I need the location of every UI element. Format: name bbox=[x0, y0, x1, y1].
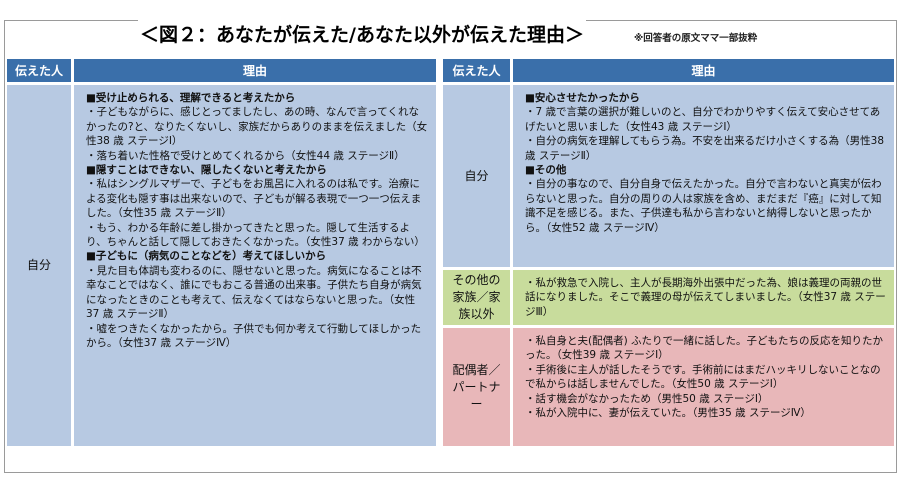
right-reason-self: ■安心させたかったから・7 歳で言葉の選択が難しいのと、自分でわかりやすく伝えて… bbox=[513, 85, 894, 267]
reason-item: ・子どもながらに、感じとってましたし、あの時、なんで言ってくれなかったの?と、な… bbox=[86, 106, 428, 148]
left-header-reason: 理由 bbox=[74, 59, 436, 82]
right-reason-other-family: ・私が救急で入院し、主人が長期海外出張中だった為、娘は義理の両親の世話になりまし… bbox=[513, 270, 894, 325]
right-who-spouse: 配偶者／パートナー bbox=[443, 328, 510, 446]
reason-item: ・もう、わかる年齢に差し掛かってきたと思った。隠して生活するより、ちゃんと話して… bbox=[86, 221, 425, 249]
right-who-self-label: 自分 bbox=[464, 168, 489, 183]
right-who-other-family: その他の家族／家族以外 bbox=[443, 270, 510, 325]
reason-heading: ■安心させたかったから bbox=[525, 92, 640, 104]
left-who-label: 自分 bbox=[26, 258, 51, 272]
reason-item: ・見た目も体調も変わるのに、隠せないと思った。病気になることは不幸なことではなく… bbox=[86, 264, 422, 321]
reason-item: ・落ち着いた性格で受けとめてくれるから（女性44 歳 ステージⅡ） bbox=[86, 149, 405, 162]
source-note: ※回答者の原文ママ一部抜粋 bbox=[634, 33, 758, 44]
reason-item: ・私はシングルマザーで、子どもをお風呂に入れるのは私です。治療による変化も隠す事… bbox=[86, 178, 422, 220]
reason-item: ・私が救急で入院し、主人が長期海外出張中だった為、娘は義理の両親の世話になりまし… bbox=[525, 277, 886, 318]
figure-title: ＜図２：あなたが伝えた/あなた以外が伝えた理由＞ bbox=[138, 16, 586, 54]
left-reason-cell: ■受け止められる、理解できると考えたから・子どもながらに、感じとってましたし、あ… bbox=[74, 85, 436, 446]
right-who-self: 自分 bbox=[443, 85, 510, 267]
right-header-reason: 理由 bbox=[513, 59, 894, 82]
reason-heading: ■子どもに（病気のことなどを）考えてほしいから bbox=[86, 250, 327, 263]
reason-heading: ■隠すことはできない、隠したくないと考えたから bbox=[86, 164, 327, 177]
reason-item: ・自分の病気を理解してもらう為。不安を出来るだけ小さくする為（男性38 歳 ステ… bbox=[525, 135, 885, 162]
reason-item: ・嘘をつきたくなかったから。子供でも何か考えて行動してほしかったから。（女性37… bbox=[86, 322, 422, 349]
reason-item: ・自分の事なので、自分自身で伝えたかった。自分で言わないと真実が伝わらないと思っ… bbox=[525, 178, 882, 234]
reason-item: ・話す機会がなかったため（男性50 歳 ステージⅠ） bbox=[525, 392, 769, 405]
reason-item: ・7 歳で言葉の選択が難しいのと、自分でわかりやすく伝えて安心させてあげたいと思… bbox=[525, 106, 881, 133]
reason-heading: ■受け止められる、理解できると考えたから bbox=[86, 92, 296, 104]
reason-heading: ■その他 bbox=[525, 164, 567, 177]
right-header-who: 伝えた人 bbox=[443, 59, 510, 82]
reason-item: ・私が入院中に、妻が伝えていた。（男性35 歳 ステージⅣ） bbox=[525, 407, 811, 420]
right-who-spouse-label: 配偶者／パートナー bbox=[452, 362, 501, 411]
right-who-other-family-label: その他の家族／家族以外 bbox=[452, 273, 501, 321]
reason-item: ・手術後に主人が話したそうです。手術前にはまだハッキリしないことなので私からは話… bbox=[525, 363, 881, 391]
right-reason-spouse: ・私自身と夫(配偶者) ふたりで一緒に話した。子どもたちの反応を知りたかった。（… bbox=[513, 328, 894, 446]
left-who-cell: 自分 bbox=[7, 85, 71, 446]
reason-item: ・私自身と夫(配偶者) ふたりで一緒に話した。子どもたちの反応を知りたかった。（… bbox=[525, 335, 884, 362]
left-header-who: 伝えた人 bbox=[7, 59, 71, 82]
